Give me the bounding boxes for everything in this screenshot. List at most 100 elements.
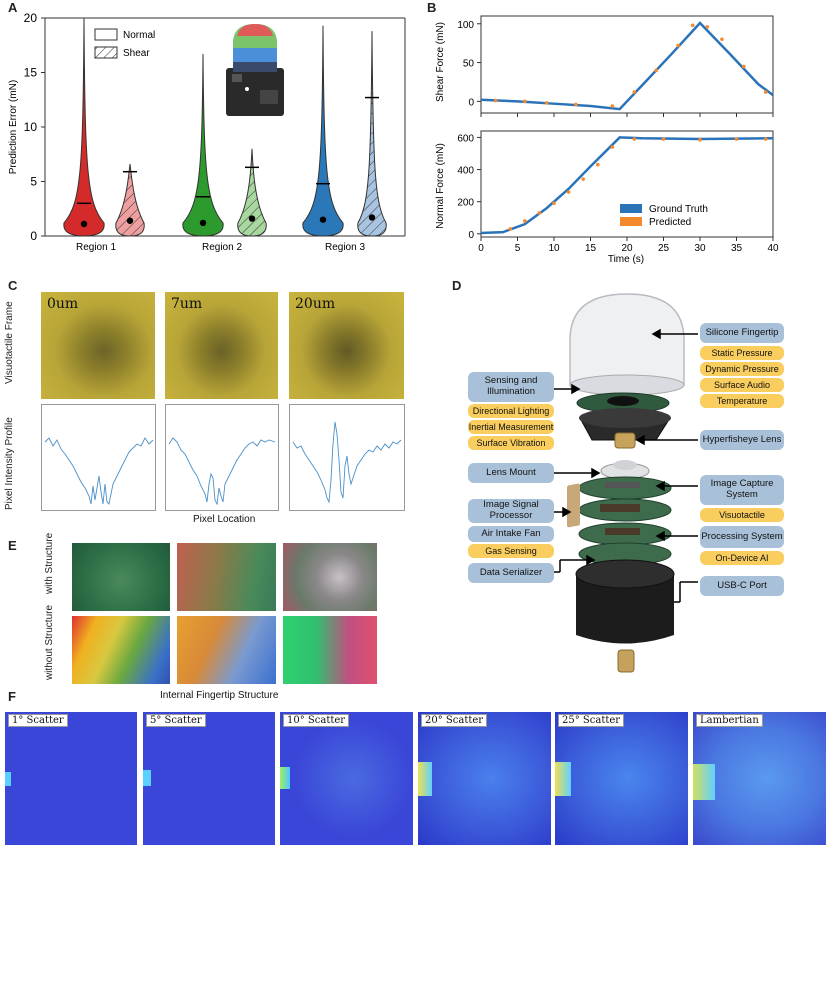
panel-label-d: D: [452, 278, 462, 293]
legend-ground-truth: Ground Truth: [649, 204, 708, 215]
scatter-tile-1-label: 1° Scatter: [8, 714, 68, 727]
y-tick-label: 400: [457, 166, 474, 177]
panel-label-c: C: [8, 278, 18, 293]
predicted-point: [493, 98, 498, 103]
x-tick-label: 15: [585, 243, 597, 254]
legend-predicted: Predicted: [649, 217, 691, 228]
air-intake-fan: [567, 483, 580, 528]
predicted-point: [676, 43, 680, 48]
category-label-region3: Region 3: [325, 242, 365, 253]
x-tick-label: 35: [731, 243, 743, 254]
panel-label-e: E: [8, 538, 17, 553]
label-hyperfisheye-lens: Hyperfisheye Lens: [700, 430, 784, 450]
label-processing-system: Processing System: [700, 526, 784, 548]
scatter-tile-10-label: 10° Scatter: [283, 714, 350, 727]
violin-median-dot: [126, 217, 134, 224]
housing: [576, 574, 674, 644]
sensor-icon: [226, 24, 284, 116]
category-label-region1: Region 1: [76, 242, 116, 253]
scatter-tile-1: 1° Scatter: [5, 712, 137, 845]
internal-structure-label: Internal Fingertip Structure: [160, 690, 279, 701]
predicted-point: [734, 137, 739, 141]
intensity-profiles: [41, 404, 405, 511]
panel-label-b: B: [427, 0, 437, 15]
scatter-tile-5-label: 5° Scatter: [146, 714, 206, 727]
y-tick-label: 0: [30, 229, 37, 243]
x-tick-label: 5: [515, 243, 521, 254]
profile-20um: [292, 421, 402, 504]
violin-normal-region1: [63, 17, 105, 237]
predicted-point: [544, 101, 549, 105]
x-tick-label: 0: [478, 243, 484, 254]
frame-20um: 20um: [289, 292, 404, 399]
predicted-point: [661, 137, 666, 141]
predicted-point: [610, 145, 615, 149]
tag-surface-audio: Surface Audio: [700, 378, 784, 392]
x-tick-label: 40: [767, 243, 779, 254]
y-tick-label: 5: [30, 175, 37, 189]
scatter-tile-20-label: 20° Scatter: [421, 714, 488, 727]
scatter-tile-20: 20° Scatter: [418, 712, 551, 845]
violin-median-dot: [368, 214, 376, 221]
scatter-tile-25-label: 25° Scatter: [558, 714, 625, 727]
scatter-tile-25: 25° Scatter: [555, 712, 688, 845]
predicted-point: [742, 64, 746, 69]
hyperfisheye-lens: [614, 432, 636, 449]
predicted-point: [632, 90, 637, 94]
shear-y-label: Shear Force (mN): [435, 22, 446, 102]
exploded-sensor-diagram: [544, 293, 698, 673]
predicted-point: [763, 137, 768, 141]
y-tick-label: 600: [457, 133, 474, 144]
row-label-without-structure: without Structure: [44, 604, 55, 680]
e-with-1: [72, 543, 170, 611]
tag-directional-lighting: Directional Lighting: [468, 404, 554, 418]
predicted-point: [698, 138, 702, 142]
tag-dynamic-pressure: Dynamic Pressure: [700, 362, 784, 376]
violin-shear-region2: [237, 148, 267, 237]
violin-shear-region1: [115, 163, 145, 237]
tag-surface-vibration: Surface Vibration: [468, 436, 554, 450]
tag-visuotactile: Visuotactile: [700, 508, 784, 522]
predicted-point: [763, 90, 768, 94]
predicted-point: [705, 25, 710, 29]
predicted-point: [574, 102, 578, 107]
legend-normal: Normal: [123, 30, 155, 41]
predicted-point: [508, 227, 512, 231]
y-tick-label: 0: [468, 230, 474, 241]
label-air-intake-fan: Air Intake Fan: [468, 526, 554, 542]
panel-label-f: F: [8, 689, 16, 704]
tag-temperature: Temperature: [700, 394, 784, 408]
e-without-2: [177, 616, 276, 684]
violin-median-dot: [80, 220, 88, 228]
predicted-point: [720, 37, 724, 42]
scatter-tile-lambertian: Lambertian: [693, 712, 826, 845]
profile-7um: [168, 437, 276, 506]
legend-shear: Shear: [123, 48, 150, 59]
label-usb-c-port: USB-C Port: [700, 576, 784, 596]
predicted-point: [523, 219, 527, 223]
e-without-3: [283, 616, 377, 684]
predicted-point: [581, 177, 585, 181]
time-x-label: Time (s): [608, 254, 644, 265]
predicted-point: [537, 211, 542, 215]
predicted-point: [523, 99, 527, 104]
e-without-1: [72, 616, 170, 684]
x-tick-label: 25: [658, 243, 670, 254]
scatter-tile-lambertian-label: Lambertian: [696, 714, 763, 727]
violin-median-dot: [319, 216, 327, 223]
frame-20um-label: 20um: [295, 296, 336, 312]
predicted-point: [566, 190, 571, 194]
y-tick-label: 0: [468, 97, 474, 108]
label-image-signal-processor: Image Signal Processor: [468, 499, 554, 523]
series-ground-truth: [480, 21, 774, 111]
y-tick-label: 15: [24, 66, 38, 80]
frame-0um: 0um: [41, 292, 155, 399]
x-tick-label: 20: [621, 243, 633, 254]
legend-predicted-swatch: [620, 217, 642, 226]
y-tick-label: 20: [24, 11, 38, 25]
e-with-3: [283, 543, 377, 611]
x-tick-label: 30: [694, 243, 706, 254]
usb-c-port: [617, 649, 635, 673]
frame-0um-label: 0um: [47, 296, 79, 312]
